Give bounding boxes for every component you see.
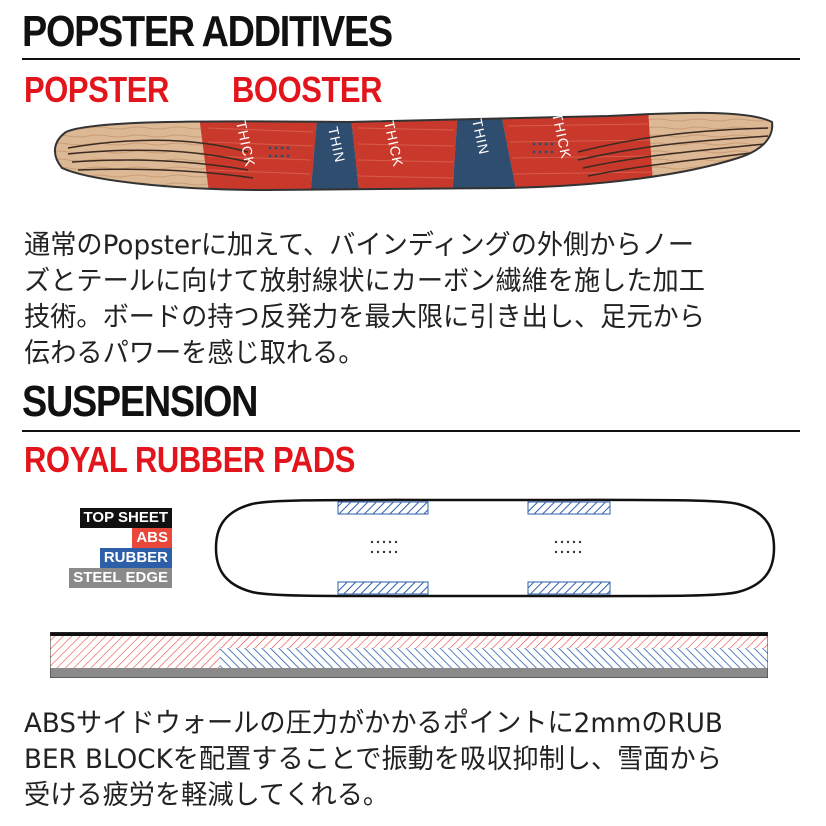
section-divider: [22, 58, 800, 60]
legend-top-sheet: TOP SHEET: [79, 508, 172, 528]
subtitle-popster: POPSTER: [24, 69, 169, 110]
board-top-view-diagram: [214, 498, 776, 598]
section-title-suspension: SUSPENSION: [22, 377, 259, 426]
board-label-thin-2: THIN: [469, 117, 492, 156]
subtitle-royal-rubber-pads: ROYAL RUBBER PADS: [24, 439, 356, 480]
section-divider: [22, 430, 800, 432]
subtitle-booster: BOOSTER: [232, 69, 383, 110]
legend-steel-edge: STEEL EDGE: [69, 568, 172, 588]
popster-description-line-3: 技術。ボードの持つ反発力を最大限に引き出し、足元から: [24, 302, 705, 333]
popster-board-illustration: THICK THIN THICK THIN THICK: [54, 111, 774, 192]
legend-abs: ABS: [132, 528, 172, 548]
material-legend: TOP SHEET ABS RUBBER STEEL EDGE: [60, 508, 172, 590]
popster-description-line-1: 通常のPopsterに加えて、バインディングの外側からノー: [24, 230, 695, 261]
suspension-description-line-2: BER BLOCKを配置することで振動を吸収抑制し、雪面から: [24, 744, 722, 775]
board-label-thin-1: THIN: [325, 125, 348, 164]
popster-description-line-4: 伝わるパワーを感じ取れる。: [24, 338, 365, 369]
suspension-description-line-1: ABSサイドウォールの圧力がかかるポイントに2mmのRUB: [24, 708, 723, 739]
section-title-popster: POPSTER ADDITIVES: [22, 7, 393, 56]
board-cross-section-diagram: [50, 632, 768, 678]
suspension-description-line-3: 受ける疲労を軽減してくれる。: [24, 780, 390, 811]
legend-rubber: RUBBER: [99, 548, 172, 568]
popster-description-line-2: ズとテールに向けて放射線状にカーボン繊維を施した加工: [24, 266, 705, 297]
